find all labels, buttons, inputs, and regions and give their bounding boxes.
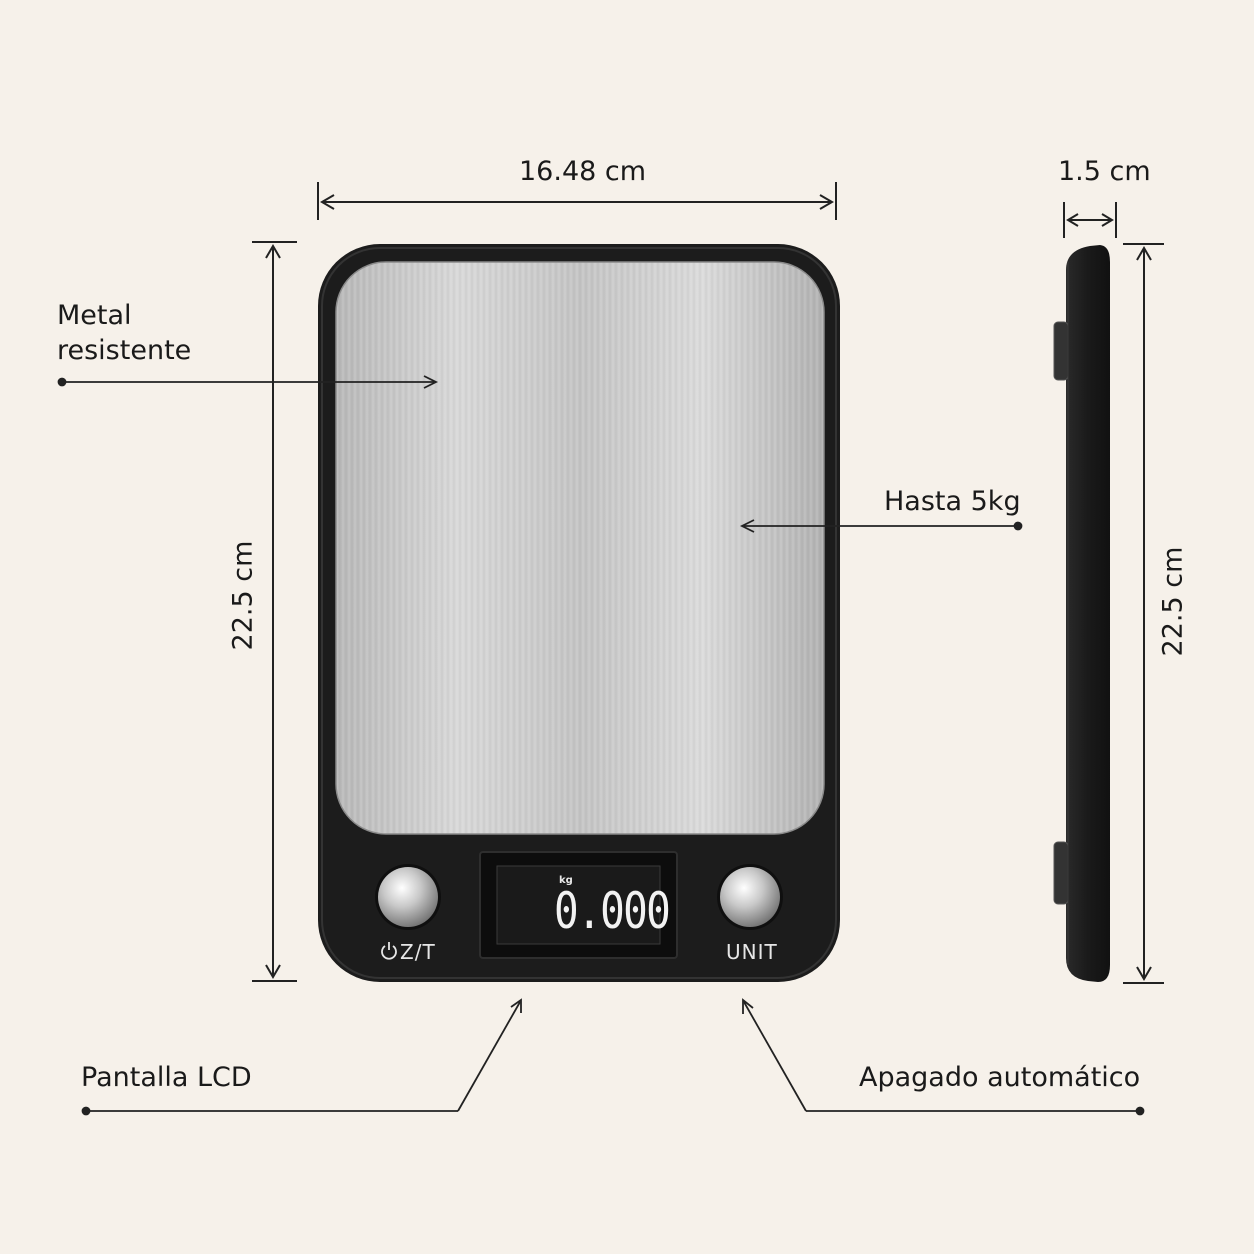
side-height-dimension-label: 22.5 cm	[1157, 546, 1189, 657]
width-dimension-label: 16.48 cm	[519, 156, 647, 187]
scale-top-view	[318, 244, 840, 982]
callout-capacity-label: Hasta 5kg	[884, 486, 1021, 517]
side-foot-top	[1053, 321, 1069, 381]
scale-side-view	[1053, 245, 1110, 982]
side-foot-bottom	[1053, 841, 1069, 905]
zero-tare-button-label: Z/T	[400, 940, 436, 964]
callout-capacity-leader	[739, 519, 1023, 533]
zero-tare-knob	[378, 867, 438, 927]
lcd-value: 0.000	[554, 882, 671, 940]
depth-dimension-line	[1063, 202, 1117, 238]
depth-dimension-label: 1.5 cm	[1058, 156, 1151, 187]
callout-autooff-leader	[742, 998, 1145, 1116]
height-dimension-label: 22.5 cm	[227, 540, 259, 651]
side-height-dimension-line	[1123, 243, 1164, 984]
callout-metal-leader	[57, 375, 439, 389]
callout-lcd-leader	[81, 998, 522, 1116]
callout-autooff-label: Apagado automático	[859, 1062, 1141, 1093]
unit-button-label: UNIT	[726, 940, 778, 964]
lcd-unit-label: kg	[559, 875, 573, 886]
callout-metal-label: Metal resistente	[57, 298, 191, 368]
unit-knob	[720, 867, 780, 927]
callout-lcd-label: Pantalla LCD	[81, 1062, 252, 1093]
power-icon	[381, 942, 397, 960]
lcd-screen	[496, 865, 661, 945]
height-dimension-line	[252, 241, 297, 982]
width-dimension-line	[317, 182, 837, 220]
callout-metal-line1: Metal	[57, 300, 132, 331]
callout-metal-line2: resistente	[57, 335, 192, 366]
